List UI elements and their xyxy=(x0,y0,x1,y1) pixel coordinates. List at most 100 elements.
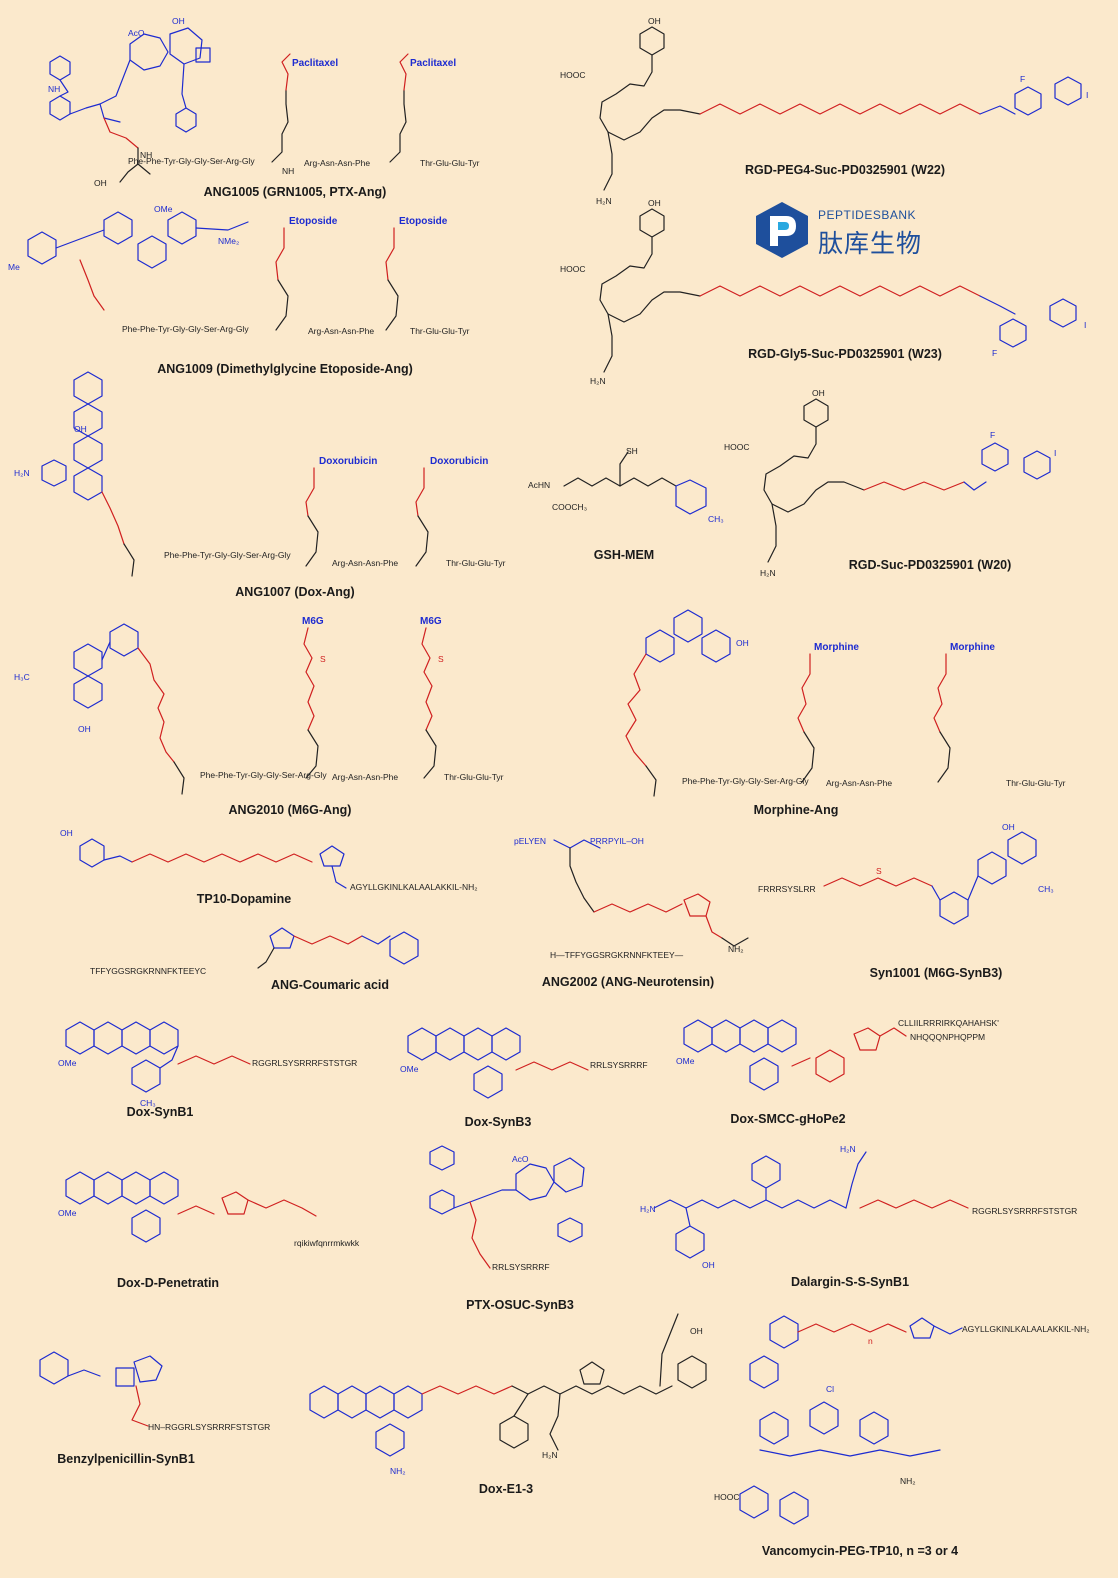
structure-ang1007: OH H₂N Phe-Phe-Tyr-Gly-Gly-Ser-Arg-Gly D… xyxy=(14,371,544,586)
structure-dox-smcc: CLLIILRRRIRKQAHAHSK' NHQQQNPHQPPM OMe xyxy=(674,1008,1094,1108)
structure-syn1001: FRRRSYSLRR S OH CH₃ xyxy=(758,820,1098,960)
structure-dalargin: H₂N OH H₂N RGGRLSYSRRRFSTSTGR xyxy=(640,1144,1100,1274)
caption-ang2002: ANG2002 (ANG-Neurotensin) xyxy=(541,975,715,989)
structure-w20: HOOC OH H₂N F I xyxy=(724,386,1104,586)
molecule-dox-smcc: CLLIILRRRIRKQAHAHSK' NHQQQNPHQPPM OMe xyxy=(676,1018,999,1091)
atom-cl: Cl xyxy=(826,1384,834,1394)
peptide-synb3-syn: FRRRSYSLRR xyxy=(758,884,816,894)
atom-h2n: H₂N xyxy=(14,468,30,478)
atom-ch3: CH₃ xyxy=(140,1098,156,1108)
atom-nh2: NH₂ xyxy=(390,1466,406,1476)
peptide-ang-2c: Arg-Asn-Asn-Phe xyxy=(332,558,398,568)
peptide-ghope2-b: NHQQQNPHQPPM xyxy=(910,1032,985,1042)
drug-label-paclitaxel-2: Paclitaxel xyxy=(410,58,456,69)
caption-ang1005: ANG1005 (GRN1005, PTX-Ang) xyxy=(203,185,387,199)
atom-oh: OH xyxy=(78,724,91,734)
caption-tp10-dopamine: TP10-Dopamine xyxy=(196,892,292,906)
molecule-ptx-osuc: RRLSYSRRRF AcO xyxy=(429,1145,585,1272)
atom-f: F xyxy=(992,348,997,358)
molecule-dox-penetratin: rqikiwfqnrrmkwkk OMe xyxy=(58,1171,360,1248)
molecule-gsh-mem: AcHN COOCH₃ SH CH₃ xyxy=(528,446,724,524)
atom-f: F xyxy=(1020,74,1025,84)
atom-h3c: H₃C xyxy=(14,672,30,682)
logo-mark-icon xyxy=(756,202,808,258)
molecule-w23: HOOC OH H₂N F I xyxy=(560,198,1086,386)
atom-h2n: H₂N xyxy=(596,196,612,206)
drug-label-etoposide-2: Etoposide xyxy=(399,216,448,227)
caption-dox-smcc: Dox-SMCC-gHoPe2 xyxy=(730,1112,846,1126)
caption-dox-penetratin: Dox-D-Penetratin xyxy=(116,1276,220,1290)
atom-aco: AcO xyxy=(512,1154,529,1164)
peptide-ang-2d: Arg-Asn-Asn-Phe xyxy=(332,772,398,782)
caption-vancomycin: Vancomycin-PEG-TP10, n =3 or 4 xyxy=(761,1544,959,1558)
atom-cooch3: COOCH₃ xyxy=(552,502,587,512)
caption-dalargin: Dalargin-S-S-SynB1 xyxy=(790,1275,910,1289)
molecule-ang2010: H₃C OH Phe-Phe-Tyr-Gly-Gly-Ser-Arg-Gly M… xyxy=(14,616,504,795)
molecule-vancomycin: n AGYLLGKINLKALAALAKKIL-NH₂ HOOC Cl NH₂ xyxy=(714,1315,1090,1525)
drug-label-morphine-1: Morphine xyxy=(814,642,859,653)
atom-oh: OH xyxy=(648,198,661,208)
atom-oh-2: OH xyxy=(94,178,107,188)
molecule-w20: HOOC OH H₂N F I xyxy=(724,388,1056,578)
drug-label-doxorubicin-2: Doxorubicin xyxy=(430,456,488,467)
logo-name-cn: 肽库生物 xyxy=(818,229,923,258)
molecule-ang1009: OMe NMe₂ Me Phe-Phe-Tyr-Gly-Gly-Ser-Arg-… xyxy=(8,204,470,336)
molecule-syn1001: FRRRSYSLRR S OH CH₃ xyxy=(758,822,1054,925)
atom-h2n: H₂N xyxy=(640,1204,656,1214)
drug-label-etoposide-1: Etoposide xyxy=(289,216,338,227)
atom-hooc: HOOC xyxy=(714,1492,740,1502)
caption-ang2010: ANG2010 (M6G-Ang) xyxy=(228,803,352,817)
structure-w23: HOOC OH H₂N F I xyxy=(560,196,1100,386)
atom-h2n-2: H₂N xyxy=(840,1144,856,1154)
drug-label-m6g-2: M6G xyxy=(420,616,442,627)
molecule-penicillin: HN–RGGRLSYSRRRFSTSTGR xyxy=(39,1351,270,1432)
caption-dox-e13: Dox-E1-3 xyxy=(478,1482,534,1496)
caption-ptx-osuc: PTX-OSUC-SynB3 xyxy=(466,1298,574,1312)
atom-me: Me xyxy=(8,262,20,272)
atom-oh: OH xyxy=(812,388,825,398)
atom-nh2: NH₂ xyxy=(900,1476,916,1486)
atom-oh: OH xyxy=(74,424,87,434)
peptide-ang-1d: Phe-Phe-Tyr-Gly-Gly-Ser-Arg-Gly xyxy=(200,770,327,780)
atom-oh: OH xyxy=(702,1260,715,1270)
logo-name-en: PEPTIDESBANK xyxy=(818,208,917,222)
peptide-ang-2: Arg-Asn-Asn-Phe xyxy=(304,158,370,168)
atom-nh-3: NH xyxy=(282,166,294,176)
label-n: n xyxy=(868,1336,873,1346)
atom-ch3: CH₃ xyxy=(1038,884,1054,894)
molecule-ang2002: pELYEN PRRPYIL–OH H—TFFYGGSRGKRNNFKTEEY—… xyxy=(514,836,749,960)
structure-dox-synb3: RRLSYSRRRF OMe xyxy=(398,1016,668,1116)
atom-s-2: S xyxy=(438,654,444,664)
caption-morphine-ang: Morphine-Ang xyxy=(753,803,839,817)
peptide-tp10: AGYLLGKINLKALAALAKKIL-NH₂ xyxy=(350,882,478,892)
atom-oh: OH xyxy=(1002,822,1015,832)
structure-ang2002: pELYEN PRRPYIL–OH H—TFFYGGSRGKRNNFKTEEY—… xyxy=(514,820,774,970)
structure-ang1009: OMe NMe₂ Me Phe-Phe-Tyr-Gly-Gly-Ser-Arg-… xyxy=(8,200,528,360)
caption-dox-synb3: Dox-SynB3 xyxy=(464,1115,532,1129)
peptide-ang-1: Phe-Phe-Tyr-Gly-Gly-Ser-Arg-Gly xyxy=(128,156,255,166)
peptide-ang-1c: Phe-Phe-Tyr-Gly-Gly-Ser-Arg-Gly xyxy=(164,550,291,560)
drug-label-morphine-2: Morphine xyxy=(950,642,995,653)
atom-h2n: H₂N xyxy=(542,1450,558,1460)
peptide-ang-coumaric: TFFYGGSRGKRNNFKTEEYC xyxy=(90,966,206,976)
structure-ang1005: NH AcO OH NH OH Phe-Phe-Tyr-Gly-Gly-Ser-… xyxy=(20,14,540,189)
peptide-ang-2e: Arg-Asn-Asn-Phe xyxy=(826,778,892,788)
caption-w20: RGD-Suc-PD0325901 (W20) xyxy=(848,558,1012,572)
peptide-ptx-synb3: RRLSYSRRRF xyxy=(492,1262,550,1272)
caption-penicillin: Benzylpenicillin-SynB1 xyxy=(57,1452,195,1466)
structure-ptx-osuc: RRLSYSRRRF AcO xyxy=(420,1144,640,1294)
atom-hooc: HOOC xyxy=(724,442,750,452)
molecule-dox-e13: NH₂ H₂N OH xyxy=(309,1313,707,1476)
structure-ang2010: H₃C OH Phe-Phe-Tyr-Gly-Gly-Ser-Arg-Gly M… xyxy=(14,612,544,802)
peptide-ghope2-a: CLLIILRRRIRKQAHAHSK' xyxy=(898,1018,999,1028)
atom-ome: OMe xyxy=(154,204,173,214)
caption-dox-synb1: Dox-SynB1 xyxy=(126,1105,194,1119)
molecule-dalargin: H₂N OH H₂N RGGRLSYSRRRFSTSTGR xyxy=(640,1144,1077,1270)
atom-nh2: NH₂ xyxy=(728,944,744,954)
structure-penicillin: HN–RGGRLSYSRRRFSTSTGR xyxy=(36,1340,306,1440)
molecule-dox-synb3: RRLSYSRRRF OMe xyxy=(400,1027,648,1099)
peptide-vanco-tp10: AGYLLGKINLKALAALAKKIL-NH₂ xyxy=(962,1324,1090,1334)
atom-hooc: HOOC xyxy=(560,70,586,80)
structure-w22: HOOC OH H₂N F I xyxy=(560,14,1100,214)
